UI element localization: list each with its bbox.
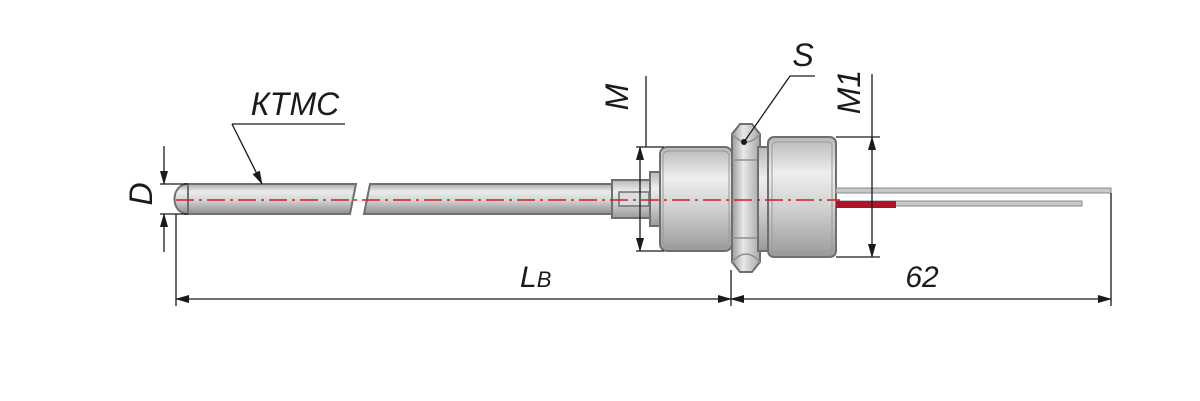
sheath-tube: [173, 182, 615, 216]
leader-s: S: [741, 37, 815, 145]
label-s: S: [792, 37, 813, 73]
label-m: M: [599, 83, 635, 110]
dimension-lb: LB: [175, 261, 732, 303]
hex-nut: [731, 123, 761, 273]
dimension-d: D: [123, 146, 188, 252]
label-m1: M1: [831, 70, 867, 114]
label-ktms: КТМС: [251, 86, 340, 122]
label-lb: LB: [520, 261, 551, 294]
label-62: 62: [905, 261, 939, 294]
lead-wires: [835, 187, 1112, 208]
coupling-neck: [611, 171, 665, 227]
leader-ktms: КТМС: [231, 86, 345, 185]
fitting-body: [659, 146, 733, 252]
dimension-m1: M1: [831, 70, 880, 258]
label-d: D: [123, 182, 159, 205]
dimension-m: M: [599, 76, 664, 252]
rear-body: [757, 136, 837, 258]
dimension-62: 62: [730, 261, 1112, 303]
